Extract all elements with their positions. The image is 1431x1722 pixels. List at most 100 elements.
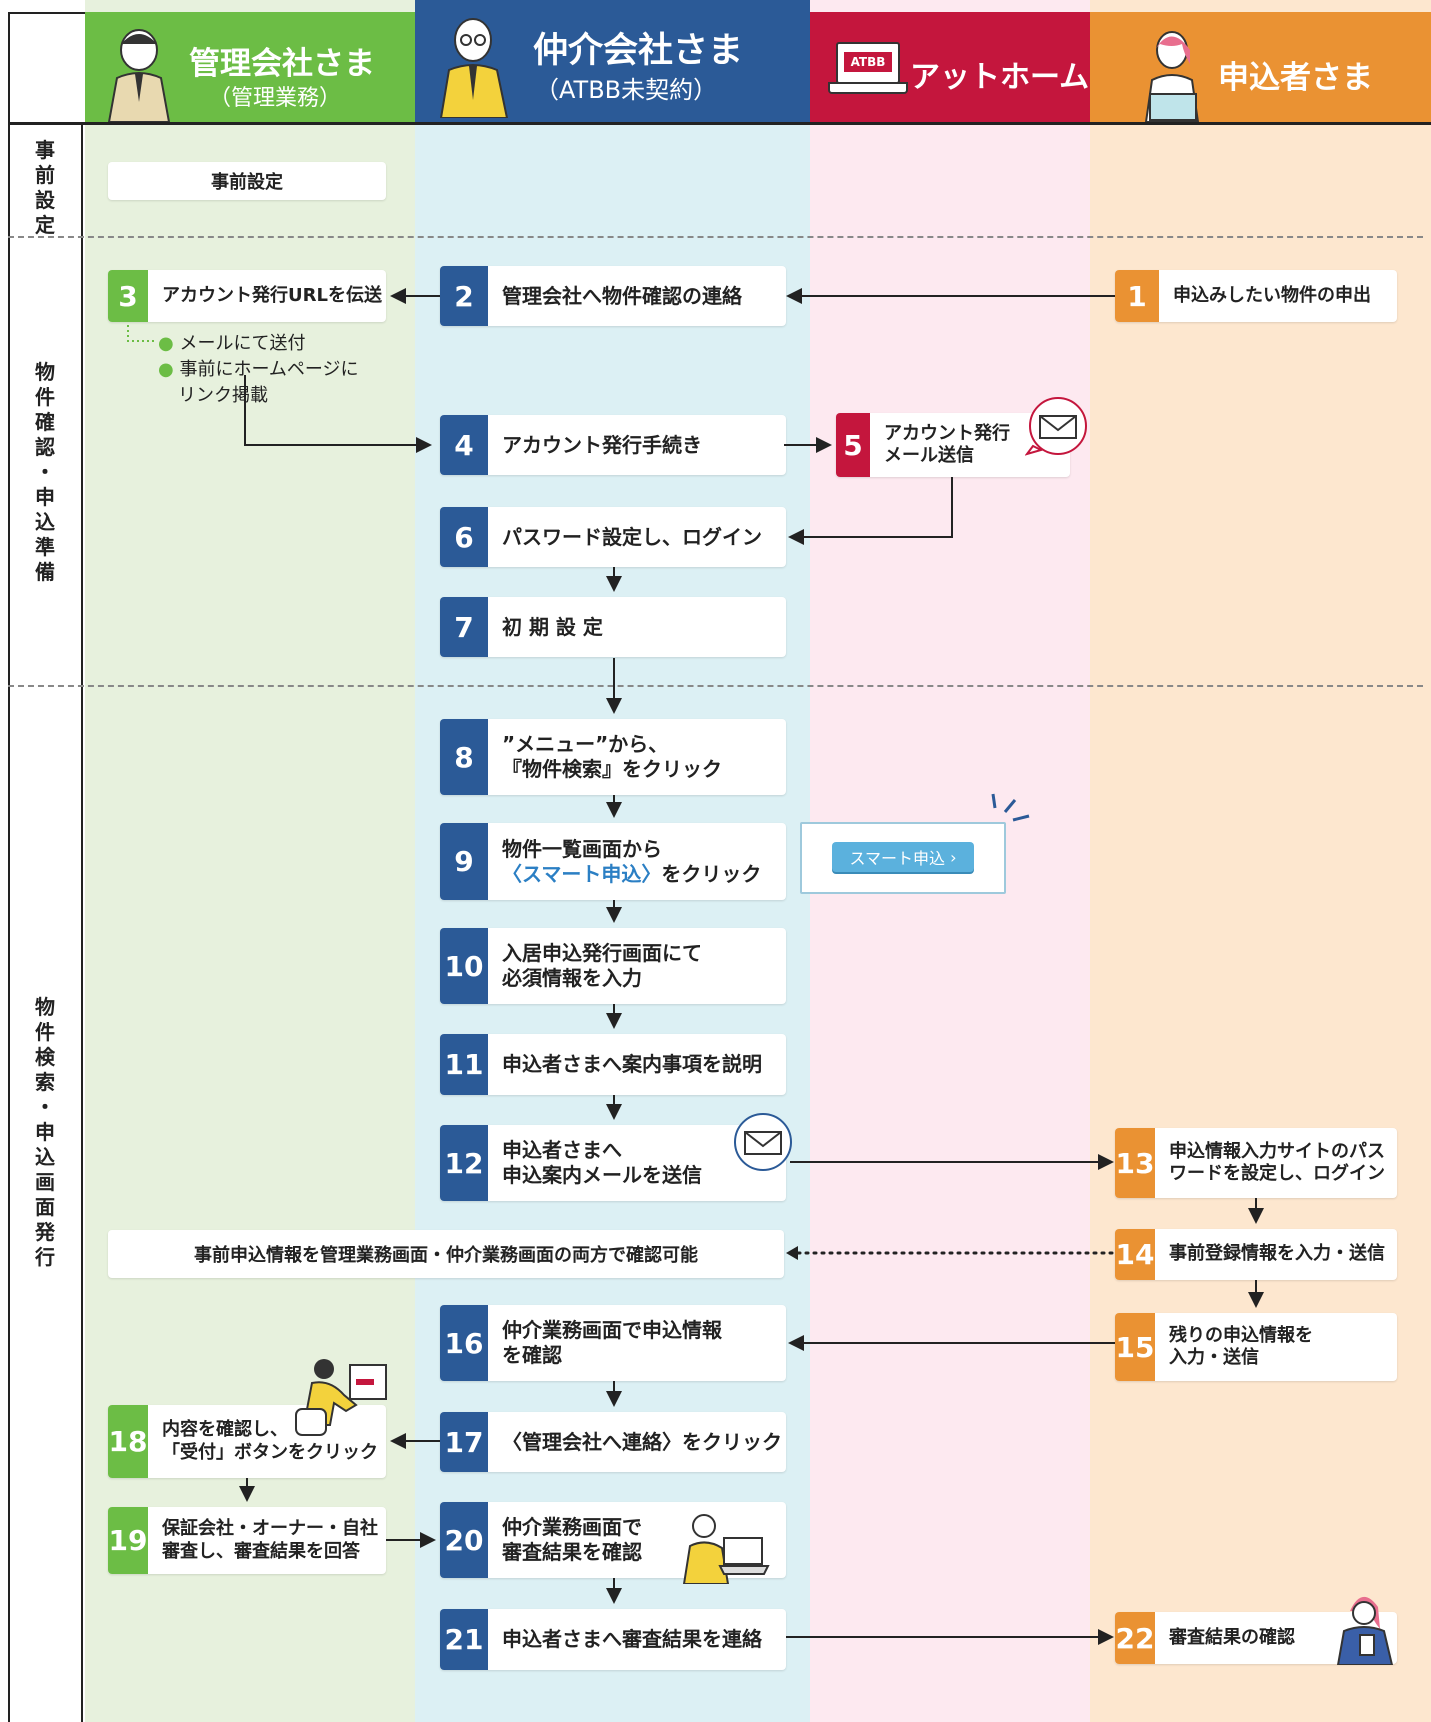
laptop-icon: ATBB: [836, 42, 900, 84]
lane-header-applicant: 申込者さま: [1090, 12, 1431, 122]
step-label: パスワード設定し、ログイン: [502, 507, 778, 567]
phase-label-prep: 事前設定: [35, 138, 55, 237]
person-icon: [107, 29, 171, 122]
step-label-line: 『物件検索』をクリック: [502, 757, 722, 781]
step-21: 21 申込者さまへ審査結果を連絡: [440, 1609, 786, 1670]
note-connector: [127, 320, 156, 342]
step-number: 4: [440, 415, 488, 475]
step-number: 9: [440, 823, 488, 900]
arrow-5-6: [788, 477, 953, 545]
step-8: 8”メニュー”から、『物件検索』をクリック: [440, 719, 786, 795]
step-label: アカウント発行メール送信: [884, 413, 1062, 477]
step-label-line: ワードを設定し、ログイン: [1169, 1163, 1385, 1184]
step-13: 13 申込情報入力サイトのパスワードを設定し、ログイン: [1115, 1128, 1397, 1198]
step-number: 2: [440, 266, 488, 326]
lane-title-athome: アットホーム: [910, 60, 1090, 95]
step-label-tail: をクリック: [661, 861, 762, 886]
step-label: ”メニュー”から、『物件検索』をクリック: [502, 719, 778, 795]
header-corner: [8, 12, 87, 124]
step-number: 13: [1115, 1128, 1155, 1198]
step-label-line: 「受付」ボタンをクリック: [162, 1441, 378, 1463]
step-label: 申込者さまへ申込案内メールを送信: [502, 1125, 778, 1201]
smart-apply-button[interactable]: スマート申込 ›: [832, 842, 974, 872]
bullet-icon: ●: [158, 359, 174, 380]
bullet-icon: ●: [158, 333, 174, 354]
note-item: ● メールにて送付: [158, 333, 306, 354]
step-number: 17: [440, 1412, 488, 1472]
step-label-line: 申込情報入力サイトのパス: [1169, 1140, 1385, 1162]
step-number: 6: [440, 507, 488, 567]
step-number: 5: [836, 413, 870, 477]
step-label-line: 審査結果を確認: [502, 1540, 642, 1564]
step-label-line: アカウント発行: [884, 422, 1010, 444]
step-number: 21: [440, 1609, 488, 1670]
step-label-line: ”メニュー”から、: [502, 732, 669, 756]
note-list: ● メールにて送付 ● 事前にホームページに リンク掲載: [158, 331, 359, 409]
phase-label-confirm: 物件確認・申込準備: [35, 360, 55, 584]
step-label: 管理会社へ物件確認の連絡: [502, 266, 778, 326]
person-icon: [1144, 31, 1200, 122]
step-label-line: 仲介業務画面で申込情報: [502, 1318, 722, 1342]
step-label-line: 申込案内メールを送信: [502, 1163, 702, 1187]
step-label-line: 申込者さまへ案内事項を説明: [502, 1052, 762, 1076]
lane-subtitle-kanri: （管理業務）: [209, 86, 342, 111]
atbb-badge: ATBB: [844, 52, 892, 72]
step-label: 申込みしたい物件の申出: [1173, 270, 1389, 322]
header-divider: [8, 122, 1431, 125]
phase-label-search: 物件検索・申込画面発行: [35, 995, 55, 1269]
step-number: 19: [108, 1507, 148, 1574]
step-label-line: アカウント発行手続き: [502, 432, 702, 457]
step-label-line: 入居申込発行画面にて: [502, 941, 702, 965]
step-label: 残りの申込情報を入力・送信: [1169, 1313, 1389, 1381]
step-number: 12: [440, 1125, 488, 1201]
step-label: 初 期 設 定: [502, 597, 778, 657]
step-label: アカウント発行URLを伝送: [162, 270, 382, 322]
note-item: ● 事前にホームページに: [158, 359, 359, 380]
step-number: 8: [440, 719, 488, 795]
sparkle-icon: [991, 793, 1030, 822]
step-label-line: 必須情報を入力: [502, 966, 642, 990]
phase-column-border: [81, 122, 83, 1722]
lane-header-kanri: 管理会社さま （管理業務）: [85, 12, 415, 122]
lane-header-chukai: 仲介会社さま （ATBB未契約）: [415, 0, 810, 122]
step-18: 18 内容を確認し、「受付」ボタンをクリック: [108, 1405, 386, 1478]
step-label: アカウント発行手続き: [502, 415, 778, 475]
step-number: 20: [440, 1502, 488, 1578]
step-label-line: 申込者さまへ: [502, 1138, 622, 1162]
shared-info-box: 事前申込情報を管理業務画面・仲介業務画面の両方で確認可能: [108, 1230, 784, 1278]
step-label-line: 審査結果の確認: [1169, 1626, 1295, 1648]
lane-title-kanri: 管理会社さま: [189, 46, 375, 82]
step-4: 4 アカウント発行手続き: [440, 415, 786, 475]
step-label-line: 申込者さまへ審査結果を連絡: [502, 1627, 762, 1651]
step-label-line: 内容を確認し、: [162, 1419, 288, 1440]
lane-header-athome: ATBB アットホーム: [810, 12, 1090, 122]
step-label: 仲介業務画面で審査結果を確認: [502, 1502, 778, 1578]
step-number: 16: [440, 1305, 488, 1381]
step-label-line: 初 期 設 定: [502, 614, 603, 639]
mail-icon: [1025, 397, 1087, 456]
step-label: 入居申込発行画面にて必須情報を入力: [502, 928, 778, 1004]
step-label-line: 入力・送信: [1169, 1347, 1259, 1368]
lane-title-chukai: 仲介会社さま: [533, 31, 744, 71]
person-checking-result-icon: [1336, 1596, 1394, 1665]
step-label: 仲介業務画面で申込情報を確認: [502, 1305, 778, 1381]
step-label: 物件一覧画面から〈スマート申込〉をクリック: [502, 823, 778, 900]
phase-divider: [8, 236, 1423, 238]
shared-info-label: 事前申込情報を管理業務画面・仲介業務画面の両方で確認可能: [194, 1245, 698, 1266]
step-number: 18: [108, 1405, 148, 1478]
person-at-computer-icon: [295, 1359, 387, 1436]
prep-settings-box: 事前設定: [108, 162, 386, 200]
step-label-line: 仲介業務画面で: [502, 1515, 642, 1539]
step-label: 申込者さまへ審査結果を連絡: [502, 1609, 778, 1670]
arrow-3-4: [244, 375, 432, 453]
